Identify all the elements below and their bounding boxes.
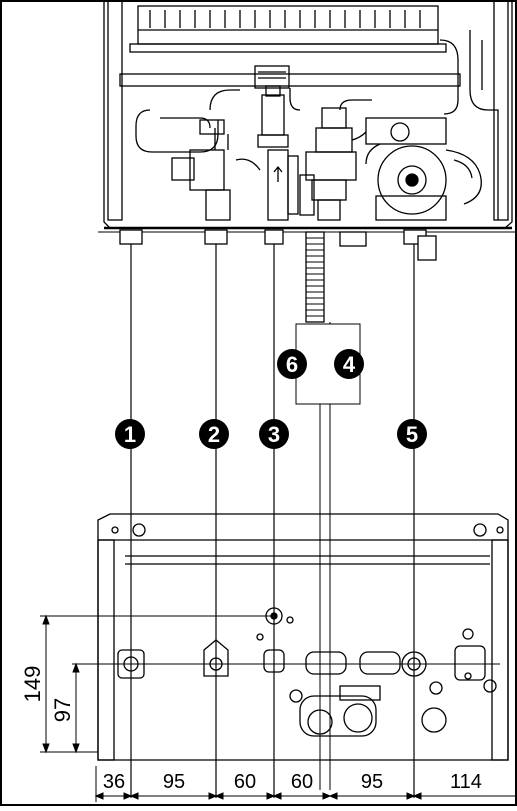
marker-5: 5 xyxy=(397,419,427,449)
boiler-fittings xyxy=(119,229,437,323)
dim-97: 97 xyxy=(50,698,75,722)
marker-4: 4 xyxy=(334,349,364,379)
svg-text:6: 6 xyxy=(286,352,298,377)
burner-ramps xyxy=(149,10,421,28)
dim-60-b: 60 xyxy=(291,771,313,793)
boiler-front-view xyxy=(98,0,517,233)
dim-114: 114 xyxy=(450,771,482,793)
height-reference-lines xyxy=(40,615,500,665)
svg-text:4: 4 xyxy=(343,352,356,377)
dim-95-b: 95 xyxy=(361,771,383,793)
marker-1: 1 xyxy=(115,419,145,449)
horizontal-dimensions xyxy=(94,766,517,802)
svg-text:1: 1 xyxy=(124,422,136,447)
svg-text:3: 3 xyxy=(268,422,280,447)
reference-lines xyxy=(130,244,415,798)
marker-3: 3 xyxy=(259,419,289,449)
vertical-dimensions xyxy=(40,614,98,754)
connection-plate xyxy=(97,513,509,761)
drain-hose xyxy=(305,231,325,323)
dim-36: 36 xyxy=(103,771,125,793)
marker-6: 6 xyxy=(277,349,307,379)
dim-149: 149 xyxy=(20,666,45,703)
svg-text:2: 2 xyxy=(208,422,220,447)
svg-text:5: 5 xyxy=(406,422,418,447)
dim-60-a: 60 xyxy=(234,771,256,793)
dim-95-a: 95 xyxy=(163,771,185,793)
marker-2: 2 xyxy=(199,419,229,449)
